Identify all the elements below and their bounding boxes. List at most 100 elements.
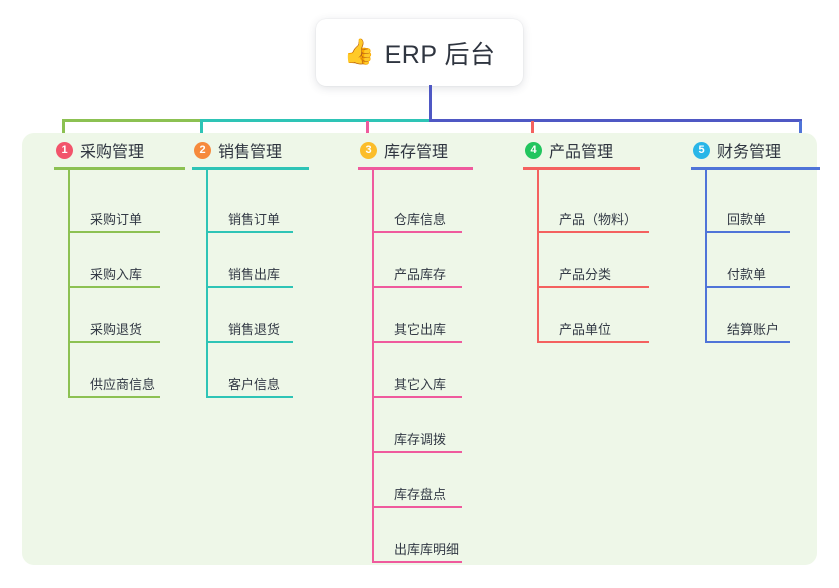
module-item[interactable]: 采购入库 (68, 233, 160, 288)
module-item-label: 付款单 (727, 267, 767, 282)
module-item[interactable]: 库存盘点 (372, 453, 462, 508)
module-item-label: 采购退货 (90, 322, 143, 337)
module-item-label: 采购入库 (90, 267, 143, 282)
module-item-rule (206, 231, 293, 233)
module-item-rule (206, 341, 293, 343)
segment-blue (429, 119, 802, 122)
module-item-label: 结算账户 (727, 322, 780, 337)
thumbs-up-icon: 👍 (343, 38, 375, 66)
module-item-label: 销售退货 (228, 322, 281, 337)
module-badge-icon: 3 (360, 141, 377, 159)
module-item[interactable]: 销售退货 (206, 288, 293, 343)
module-item[interactable]: 库存调拨 (372, 398, 462, 453)
module-title: 采购管理 (80, 144, 145, 161)
module-item-rule (372, 396, 462, 398)
module-item-rule (372, 286, 462, 288)
module-item-rule (705, 341, 790, 343)
module-item-rule (537, 286, 649, 288)
module-title: 产品管理 (549, 144, 614, 161)
module-item-label: 销售订单 (228, 212, 281, 227)
module-item-label: 产品分类 (559, 267, 612, 282)
module-item-rule (537, 231, 649, 233)
module-item[interactable]: 付款单 (705, 233, 790, 288)
segment-teal (200, 119, 430, 122)
module-item[interactable]: 采购订单 (68, 178, 160, 233)
module-item-label: 出库库明细 (394, 542, 460, 557)
module-column-2: 2 销售管理销售订单销售出库销售退货客户信息 (178, 133, 318, 398)
module-header-rule (54, 167, 185, 170)
module-item-rule (68, 341, 160, 343)
module-item-rule (705, 286, 790, 288)
module-item[interactable]: 产品分类 (537, 233, 649, 288)
module-item-rule (372, 506, 462, 508)
module-header-1[interactable]: 1 采购管理 (40, 133, 180, 167)
module-item[interactable]: 供应商信息 (68, 343, 160, 398)
module-item-rule (206, 396, 293, 398)
module-column-4: 4 产品管理产品（物料） 产品分类产品单位 (509, 133, 649, 343)
module-badge-icon: 2 (194, 141, 211, 159)
module-header-rule (192, 167, 309, 170)
module-header-4[interactable]: 4 产品管理 (509, 133, 649, 167)
module-item-rule (705, 231, 790, 233)
module-item-rule (372, 451, 462, 453)
root-node[interactable]: 👍 ERP 后台 (316, 19, 523, 86)
module-spine (705, 169, 707, 343)
module-item-rule (68, 286, 160, 288)
module-header-rule (358, 167, 473, 170)
module-item-rule (372, 561, 462, 563)
module-item-label: 产品库存 (394, 267, 447, 282)
module-spine (537, 169, 539, 343)
module-column-5: 5 财务管理回款单付款单结算账户 (677, 133, 820, 343)
module-item-label: 供应商信息 (90, 377, 156, 392)
module-spine (206, 169, 208, 398)
module-title: 销售管理 (218, 144, 283, 161)
module-item-rule (206, 286, 293, 288)
module-header-2[interactable]: 2 销售管理 (178, 133, 318, 167)
module-column-1: 1 采购管理采购订单采购入库采购退货供应商信息 (40, 133, 185, 398)
module-item[interactable]: 销售出库 (206, 233, 293, 288)
module-item[interactable]: 仓库信息 (372, 178, 462, 233)
module-item[interactable]: 其它入库 (372, 343, 462, 398)
module-item-rule (68, 396, 160, 398)
module-item-label: 仓库信息 (394, 212, 447, 227)
segment-green (62, 119, 201, 122)
module-item-rule (537, 341, 649, 343)
module-item[interactable]: 客户信息 (206, 343, 293, 398)
module-spine (372, 169, 374, 563)
module-item[interactable]: 结算账户 (705, 288, 790, 343)
module-item[interactable]: 其它出库 (372, 288, 462, 343)
module-item-rule (68, 231, 160, 233)
module-item-label: 采购订单 (90, 212, 143, 227)
module-item-label: 其它出库 (394, 322, 447, 337)
module-item-rule (372, 231, 462, 233)
module-badge-icon: 5 (693, 141, 710, 159)
module-item[interactable]: 销售订单 (206, 178, 293, 233)
module-item-rule (372, 341, 462, 343)
root-title: ERP 后台 (384, 40, 496, 69)
module-item-label: 回款单 (727, 212, 767, 227)
module-item-label: 库存调拨 (394, 432, 447, 447)
module-item-label: 产品（物料） (559, 212, 638, 227)
module-item[interactable]: 回款单 (705, 178, 790, 233)
module-spine (68, 169, 70, 398)
module-item-label: 客户信息 (228, 377, 281, 392)
module-item-label: 其它入库 (394, 377, 447, 392)
module-badge-icon: 4 (525, 141, 542, 159)
module-item[interactable]: 采购退货 (68, 288, 160, 343)
module-item-label: 销售出库 (228, 267, 281, 282)
module-item[interactable]: 产品库存 (372, 233, 462, 288)
module-badge-icon: 1 (56, 141, 73, 159)
module-item[interactable]: 产品单位 (537, 288, 649, 343)
module-item[interactable]: 出库库明细 (372, 508, 462, 563)
modules-panel: 1 采购管理采购订单采购入库采购退货供应商信息 2 销售管理销售订单销售出库销售退货客… (22, 133, 820, 565)
module-item-label: 库存盘点 (394, 487, 447, 502)
module-header-rule (691, 167, 820, 170)
module-header-5[interactable]: 5 财务管理 (677, 133, 817, 167)
module-header-rule (523, 167, 640, 170)
module-item[interactable]: 产品（物料） (537, 178, 649, 233)
module-title: 财务管理 (717, 144, 782, 161)
root-connector-vertical (429, 85, 432, 121)
